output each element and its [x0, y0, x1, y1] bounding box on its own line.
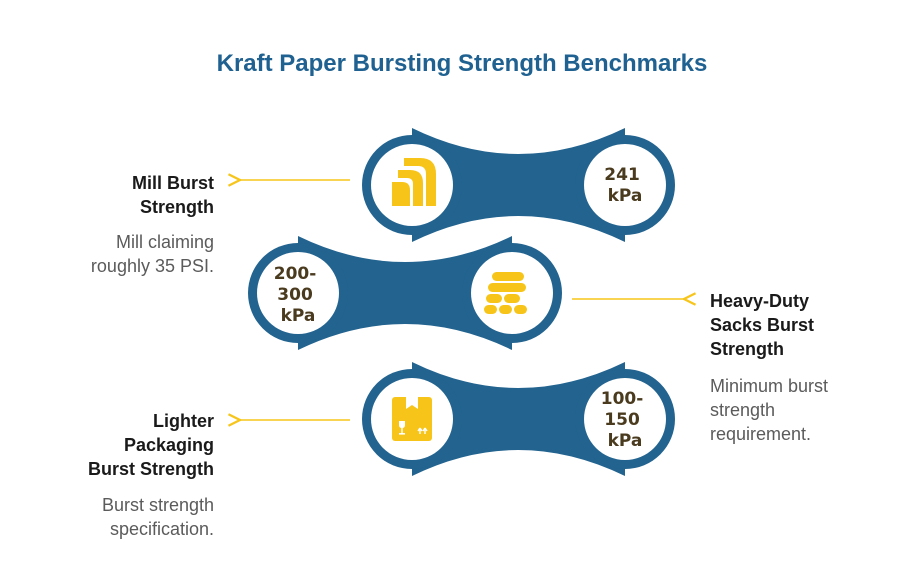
value-line: kPa [608, 186, 643, 206]
heading-line: Packaging [123, 435, 214, 455]
connector-row-2 [248, 236, 562, 350]
description-line: strength [710, 400, 776, 420]
description-line: requirement. [710, 424, 812, 444]
description-lighter-packaging: Burst strength specification. [102, 493, 214, 541]
value-text-row-3: 100- 150 kPa [601, 389, 649, 451]
box-icon [392, 397, 432, 441]
stacked-sacks-icon [484, 272, 527, 314]
heading-line: Heavy-Duty [710, 291, 810, 311]
heading-lighter-packaging: Lighter Packaging Burst Strength [88, 409, 214, 481]
description-mill-burst-strength: Mill claiming roughly 35 PSI. [91, 230, 214, 278]
heading-line: Burst Strength [88, 459, 214, 479]
heading-line: Sacks Burst [710, 315, 815, 335]
description-heavy-duty-sacks: Minimum burst strength requirement. [710, 374, 828, 446]
value-line: 200- [274, 264, 317, 284]
value-text-row-2: 200- 300 kPa [274, 264, 322, 326]
description-line: Burst strength [101, 495, 214, 515]
value-line: kPa [608, 431, 643, 451]
heading-mill-burst-strength: Mill Burst Strength [132, 171, 214, 219]
description-line: roughly 35 PSI. [90, 256, 214, 276]
heading-line: Strength [140, 197, 214, 217]
value-text-row-1: 241 kPa [604, 165, 645, 206]
description-line: specification. [109, 519, 214, 539]
description-line: Mill claiming [115, 232, 214, 252]
value-line: 241 [604, 165, 640, 185]
value-line: kPa [281, 306, 316, 326]
heading-line: Lighter [153, 411, 214, 431]
heading-line: Mill Burst [131, 173, 214, 193]
connector-row-1 [362, 128, 675, 242]
heading-line: Strength [710, 339, 784, 359]
value-line: 150 [604, 410, 640, 430]
description-line: Minimum burst [710, 376, 829, 396]
stacked-sheets-icon [392, 158, 436, 206]
page-title: Kraft Paper Bursting Strength Benchmarks [216, 50, 708, 77]
heading-heavy-duty-sacks: Heavy-Duty Sacks Burst Strength [710, 289, 814, 361]
value-line: 300 [277, 285, 313, 305]
value-line: 100- [601, 389, 644, 409]
